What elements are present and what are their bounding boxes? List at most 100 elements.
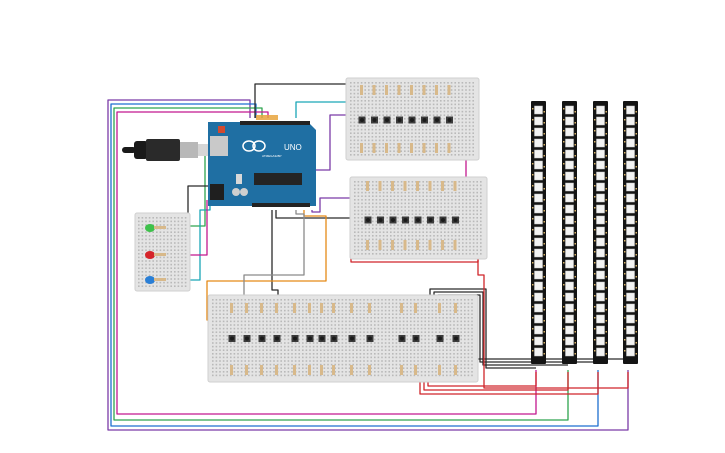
pushbutton <box>398 335 406 342</box>
led-pixel <box>596 292 605 302</box>
led-strips <box>531 101 638 364</box>
led-pixel <box>565 116 574 126</box>
pushbutton <box>371 116 378 124</box>
led-pixel <box>596 193 605 203</box>
resistor <box>332 365 335 375</box>
wire-purple-top <box>316 114 348 171</box>
reset-button-icon <box>218 126 225 133</box>
led-pixel <box>565 259 574 269</box>
led-pixel <box>596 116 605 126</box>
led-pixel <box>626 237 635 247</box>
led-blue <box>145 276 166 284</box>
led-pixel <box>596 160 605 170</box>
resistor <box>397 143 401 153</box>
resistor <box>403 181 407 191</box>
resistor <box>378 240 382 250</box>
resistor <box>447 85 451 95</box>
pushbutton <box>427 216 434 224</box>
pushbutton <box>243 335 251 342</box>
breadboard-led <box>134 212 191 292</box>
led-pixel <box>534 292 543 302</box>
led-pixel <box>626 204 635 214</box>
pushbutton <box>383 116 391 124</box>
pushbutton <box>389 216 397 224</box>
pushbutton <box>408 116 416 124</box>
pushbutton <box>402 216 409 224</box>
wire-magenta-outer <box>116 111 537 415</box>
pushbutton <box>330 335 338 342</box>
led-pixel <box>626 292 635 302</box>
resistor <box>410 85 413 95</box>
resistor <box>350 303 353 313</box>
led-pixel <box>626 105 635 115</box>
led-pixel <box>596 171 605 181</box>
pushbutton <box>452 335 460 342</box>
resistor <box>366 181 369 191</box>
resistor <box>453 181 457 191</box>
resistor <box>360 143 363 153</box>
resistor <box>230 365 233 375</box>
led-pixel <box>626 248 635 258</box>
led-pixel <box>565 270 574 280</box>
resistor <box>438 303 441 313</box>
pushbutton <box>364 216 372 224</box>
led-pixel <box>596 259 605 269</box>
led-pixel <box>596 336 605 346</box>
led-pixel <box>534 116 543 126</box>
led-pixel <box>596 105 605 115</box>
led-pixel <box>565 292 574 302</box>
led-pixel <box>626 281 635 291</box>
led-pixel <box>565 105 574 115</box>
led-pixel <box>626 336 635 346</box>
led-pixel <box>565 226 574 236</box>
led-pixel <box>596 127 605 137</box>
pushbutton <box>273 335 281 342</box>
pushbutton <box>414 216 422 224</box>
pushbutton <box>452 216 459 224</box>
resistor <box>454 365 457 375</box>
resistor <box>332 303 335 313</box>
neopixel-strip <box>593 101 608 364</box>
resistor <box>447 143 451 153</box>
led-pixel <box>534 160 543 170</box>
led-pixel <box>596 325 605 335</box>
led-pixel <box>534 182 543 192</box>
led-pixel <box>596 149 605 159</box>
led-pixel <box>565 336 574 346</box>
resistor <box>275 365 278 375</box>
led-pixel <box>565 160 574 170</box>
led-pixel <box>626 314 635 324</box>
resistor <box>453 240 457 250</box>
resistor <box>400 303 403 313</box>
resistor <box>260 365 263 375</box>
pushbutton <box>421 116 428 124</box>
resistor <box>422 143 426 153</box>
led-pixel <box>596 281 605 291</box>
led-pixel <box>565 138 574 148</box>
resistor <box>378 181 382 191</box>
power-jack-icon <box>210 184 224 200</box>
led-pixel <box>534 281 543 291</box>
led-pixel <box>565 281 574 291</box>
wire-black-strip1 <box>429 288 536 369</box>
resistor <box>368 303 371 313</box>
wire-red-bottom <box>419 372 599 395</box>
pushbutton <box>318 335 326 342</box>
arduino-pcb <box>208 122 316 206</box>
resistor <box>410 143 413 153</box>
wire-purple-outer <box>107 99 629 431</box>
resistor <box>245 365 248 375</box>
resistor <box>360 85 363 95</box>
led-pixel <box>534 270 543 280</box>
resistor <box>454 303 457 313</box>
pushbutton <box>291 335 299 342</box>
resistor <box>441 240 444 250</box>
arduino-uno-board: UNO ATMEGA328P <box>208 115 316 207</box>
led-red <box>145 251 166 259</box>
resistor <box>435 85 438 95</box>
led-pixel <box>534 138 543 148</box>
led-pixel <box>565 314 574 324</box>
led-pixel <box>596 270 605 280</box>
resistor <box>245 303 248 313</box>
led-pixel <box>626 182 635 192</box>
